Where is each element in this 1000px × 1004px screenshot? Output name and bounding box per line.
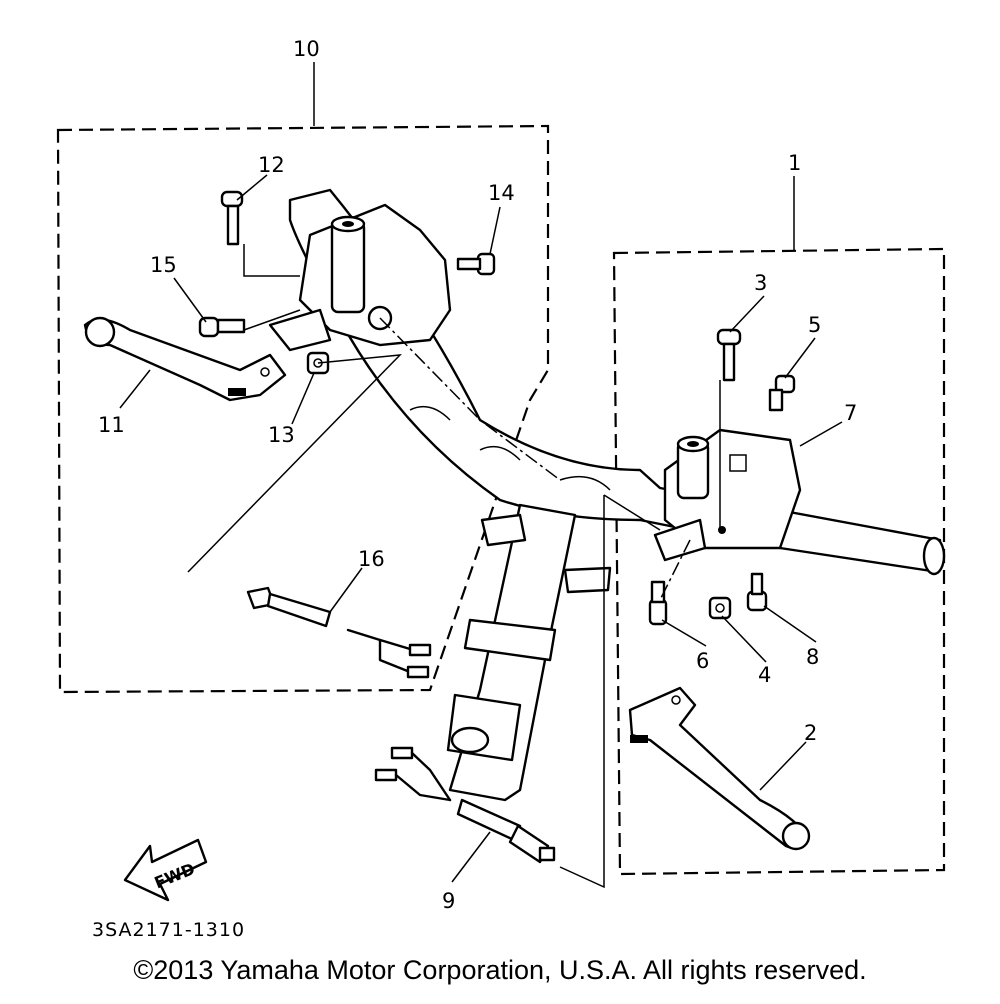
group-box-10	[56, 62, 550, 694]
bolt-14	[456, 252, 496, 276]
bolt-5	[768, 374, 796, 412]
callout-15: 15	[150, 253, 177, 277]
callout-8: 8	[806, 645, 819, 669]
right-lever	[628, 686, 811, 851]
callout-12: 12	[258, 153, 285, 177]
callout-labels: 10 1 12 14 15 11 13 16 3 5 7 6 4 8 2 9	[98, 37, 857, 913]
left-lever	[83, 316, 287, 402]
bolt-6	[648, 580, 668, 626]
switch-cable-16	[246, 586, 432, 679]
callout-7: 7	[844, 401, 857, 425]
callout-3: 3	[754, 271, 767, 295]
fwd-arrow: FWD	[123, 838, 208, 902]
callout-10: 10	[293, 37, 320, 61]
callout-4: 4	[758, 663, 771, 687]
left-lever-holder	[268, 203, 452, 352]
diagram-code: 3SA2171-1310	[92, 919, 245, 941]
callout-6: 6	[696, 649, 709, 673]
callout-9: 9	[442, 889, 455, 913]
callout-11: 11	[98, 413, 125, 437]
bolt-8	[746, 572, 768, 612]
leader-lines	[119, 174, 843, 889]
bolt-15	[198, 316, 246, 338]
callout-1: 1	[788, 151, 801, 175]
steering-stem	[446, 503, 612, 802]
callout-5: 5	[808, 313, 821, 337]
copyright-notice: ©2013 Yamaha Motor Corporation, U.S.A. A…	[133, 955, 867, 985]
callout-13: 13	[268, 423, 295, 447]
callout-2: 2	[804, 721, 817, 745]
callout-16: 16	[358, 547, 385, 571]
group-box-1	[612, 176, 946, 876]
screw-3	[716, 328, 742, 382]
callout-14: 14	[488, 181, 515, 205]
switch-cable-9	[374, 746, 556, 864]
nut-4	[708, 596, 732, 620]
right-lever-holder	[653, 428, 802, 562]
screw-12	[220, 190, 244, 246]
